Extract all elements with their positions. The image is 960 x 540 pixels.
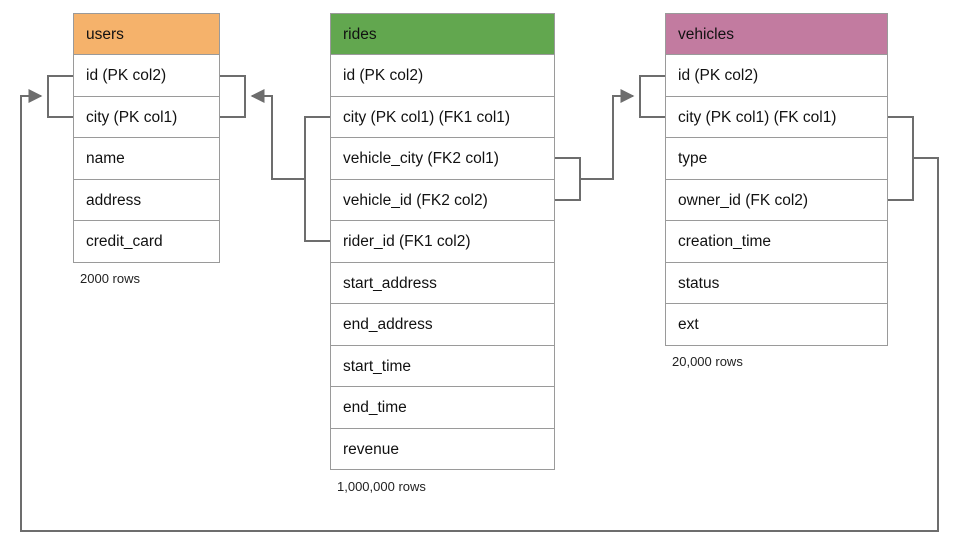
column-vehicles-owner-id[interactable]: owner_id (FK col2) bbox=[665, 179, 888, 221]
table-header-vehicles[interactable]: vehicles bbox=[665, 13, 888, 55]
table-card-rides[interactable]: rides id (PK col2) city (PK col1) (FK1 c… bbox=[330, 13, 555, 470]
column-rides-vehicle-city[interactable]: vehicle_city (FK2 col1) bbox=[330, 138, 555, 180]
column-rides-start-time[interactable]: start_time bbox=[330, 345, 555, 387]
column-users-city[interactable]: city (PK col1) bbox=[73, 96, 220, 138]
table-card-vehicles[interactable]: vehicles id (PK col2) city (PK col1) (FK… bbox=[665, 13, 888, 346]
column-vehicles-ext[interactable]: ext bbox=[665, 304, 888, 346]
column-vehicles-creation-time[interactable]: creation_time bbox=[665, 221, 888, 263]
table-header-users[interactable]: users bbox=[73, 13, 220, 55]
column-rides-id[interactable]: id (PK col2) bbox=[330, 55, 555, 97]
column-vehicles-city[interactable]: city (PK col1) (FK col1) bbox=[665, 96, 888, 138]
edge-rides-fk1-to-users bbox=[250, 89, 305, 180]
column-rides-end-time[interactable]: end_time bbox=[330, 387, 555, 429]
column-rides-city[interactable]: city (PK col1) (FK1 col1) bbox=[330, 96, 555, 138]
column-vehicles-id[interactable]: id (PK col2) bbox=[665, 55, 888, 97]
column-rides-end-address[interactable]: end_address bbox=[330, 304, 555, 346]
column-users-credit-card[interactable]: credit_card bbox=[73, 221, 220, 263]
row-count-rides: 1,000,000 rows bbox=[337, 479, 426, 494]
rides-right-bracket-fk2 bbox=[555, 157, 581, 201]
rides-left-bracket-fk1 bbox=[304, 116, 330, 242]
row-count-users: 2000 rows bbox=[80, 271, 140, 286]
row-count-vehicles: 20,000 rows bbox=[672, 354, 743, 369]
column-rides-vehicle-id[interactable]: vehicle_id (FK2 col2) bbox=[330, 179, 555, 221]
table-card-users[interactable]: users id (PK col2) city (PK col1) name a… bbox=[73, 13, 220, 263]
users-right-bracket bbox=[220, 75, 246, 118]
column-vehicles-status[interactable]: status bbox=[665, 262, 888, 304]
column-users-id[interactable]: id (PK col2) bbox=[73, 55, 220, 97]
column-rides-rider-id[interactable]: rider_id (FK1 col2) bbox=[330, 221, 555, 263]
column-rides-revenue[interactable]: revenue bbox=[330, 428, 555, 470]
column-vehicles-type[interactable]: type bbox=[665, 138, 888, 180]
users-left-bracket bbox=[47, 75, 73, 118]
table-header-rides[interactable]: rides bbox=[330, 13, 555, 55]
vehicles-left-bracket bbox=[639, 75, 665, 118]
vehicles-right-bracket-fk bbox=[888, 116, 914, 201]
column-users-address[interactable]: address bbox=[73, 179, 220, 221]
column-users-name[interactable]: name bbox=[73, 138, 220, 180]
column-rides-start-address[interactable]: start_address bbox=[330, 262, 555, 304]
edge-rides-fk2-to-vehicles bbox=[580, 89, 635, 180]
